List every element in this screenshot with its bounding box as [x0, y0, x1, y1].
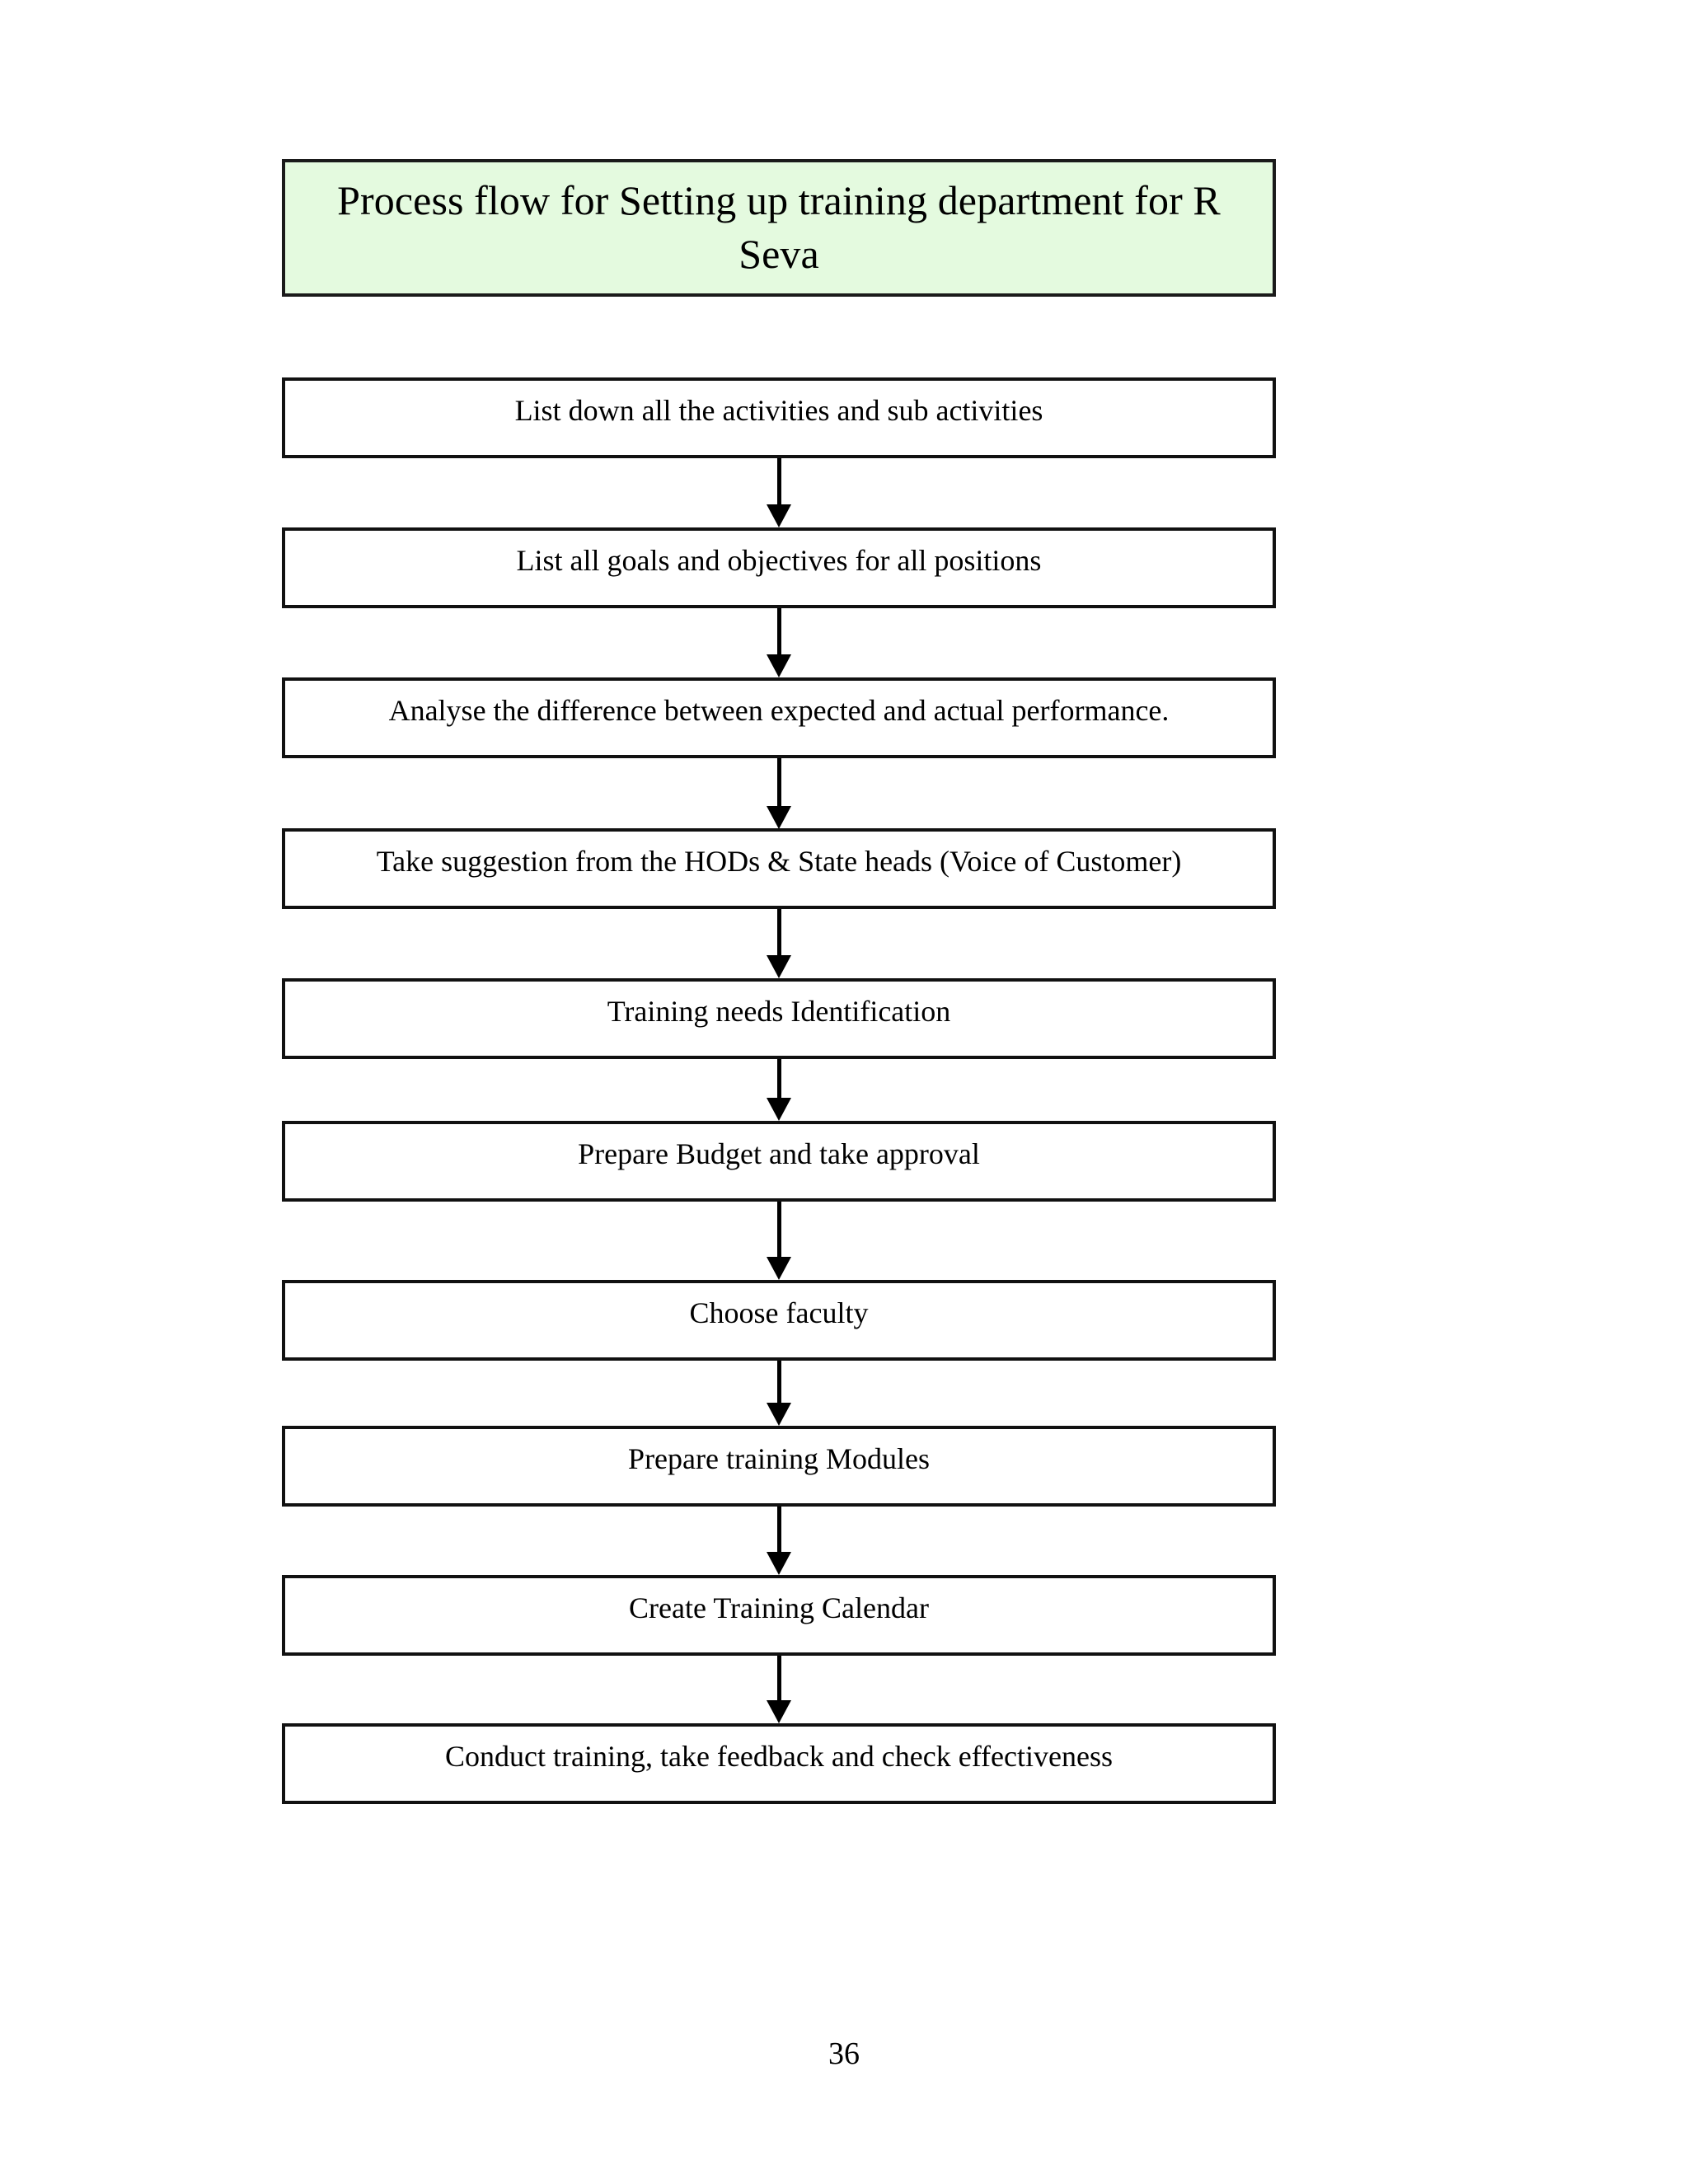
connector-shaft: [777, 909, 781, 955]
connector-8-to-9: [767, 1507, 791, 1575]
connector-6-to-7: [767, 1202, 791, 1280]
arrow-down-icon: [767, 806, 791, 829]
flow-step-2[interactable]: List all goals and objectives for all po…: [282, 527, 1276, 608]
arrow-down-icon: [767, 955, 791, 978]
arrow-down-icon: [767, 1098, 791, 1121]
connector-shaft: [777, 758, 781, 806]
arrow-down-icon: [767, 654, 791, 677]
connector-shaft: [777, 1361, 781, 1403]
flow-step-9[interactable]: Create Training Calendar: [282, 1575, 1276, 1656]
arrow-down-icon: [767, 1403, 791, 1426]
flow-step-3-label: Analyse the difference between expected …: [388, 694, 1170, 727]
flow-step-9-label: Create Training Calendar: [629, 1591, 929, 1624]
flow-step-6[interactable]: Prepare Budget and take approval: [282, 1121, 1276, 1202]
flow-step-4-label: Take suggestion from the HODs & State he…: [376, 845, 1182, 878]
flow-step-10[interactable]: Conduct training, take feedback and chec…: [282, 1723, 1276, 1804]
arrow-down-icon: [767, 1552, 791, 1575]
connector-shaft: [777, 1656, 781, 1700]
flowchart-title-text: Process flow for Setting up training dep…: [337, 177, 1221, 277]
flow-step-8-label: Prepare training Modules: [628, 1442, 930, 1475]
flowchart-title-box: Process flow for Setting up training dep…: [282, 159, 1276, 297]
connector-shaft: [777, 1507, 781, 1552]
flow-step-8[interactable]: Prepare training Modules: [282, 1426, 1276, 1507]
flow-step-1-label: List down all the activities and sub act…: [514, 394, 1043, 427]
arrow-down-icon: [767, 504, 791, 527]
connector-shaft: [777, 608, 781, 654]
connector-4-to-5: [767, 909, 791, 978]
flow-step-5-label: Training needs Identification: [607, 995, 951, 1028]
arrow-down-icon: [767, 1257, 791, 1280]
flow-step-6-label: Prepare Budget and take approval: [578, 1137, 980, 1170]
connector-9-to-10: [767, 1656, 791, 1723]
connector-7-to-8: [767, 1361, 791, 1426]
flow-step-7[interactable]: Choose faculty: [282, 1280, 1276, 1361]
connector-3-to-4: [767, 758, 791, 829]
flow-step-1[interactable]: List down all the activities and sub act…: [282, 377, 1276, 458]
arrow-down-icon: [767, 1700, 791, 1723]
page-number: 36: [828, 2036, 860, 2071]
connector-shaft: [777, 1059, 781, 1098]
connector-shaft: [777, 458, 781, 504]
connector-shaft: [777, 1202, 781, 1257]
flow-step-2-label: List all goals and objectives for all po…: [516, 544, 1042, 577]
connector-1-to-2: [767, 458, 791, 527]
connector-2-to-3: [767, 608, 791, 677]
flow-step-3[interactable]: Analyse the difference between expected …: [282, 677, 1276, 758]
flow-step-7-label: Choose faculty: [689, 1296, 869, 1329]
flow-step-5[interactable]: Training needs Identification: [282, 978, 1276, 1059]
flow-step-10-label: Conduct training, take feedback and chec…: [445, 1740, 1113, 1773]
connector-5-to-6: [767, 1059, 791, 1121]
flow-step-4[interactable]: Take suggestion from the HODs & State he…: [282, 828, 1276, 909]
